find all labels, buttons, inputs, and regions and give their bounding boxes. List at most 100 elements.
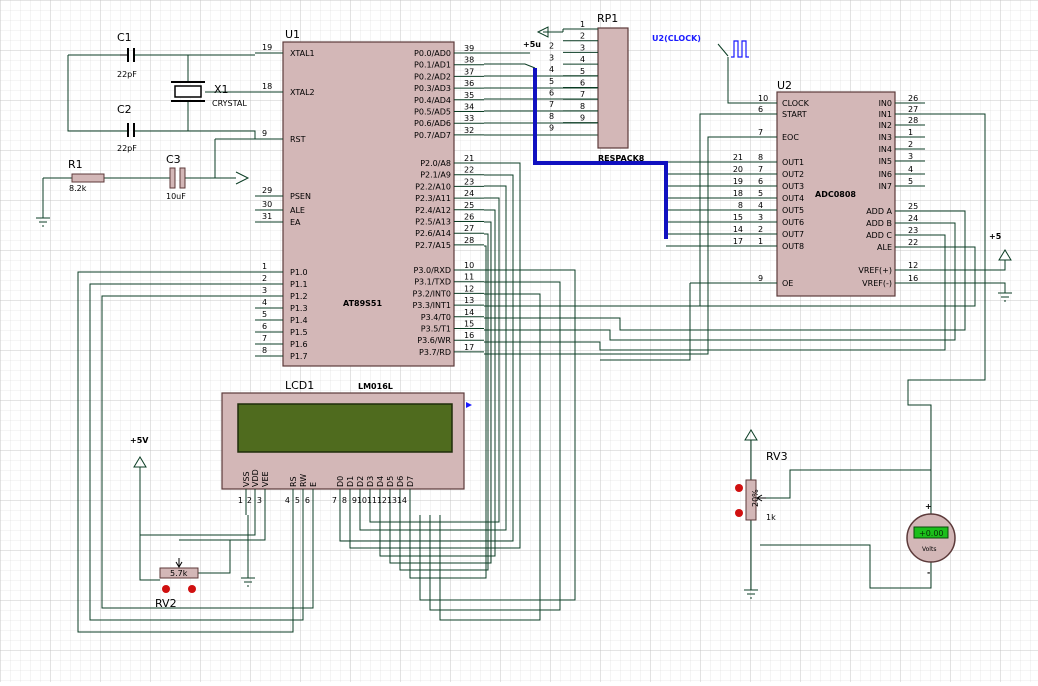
power-terminal-5u: +5u	[523, 26, 549, 49]
u1-pin-number: 33	[464, 114, 474, 123]
lcd1-display[interactable]: LCD1 LM016L VSS1VDD2VEE3RS4RW5E6D07D18D2…	[221, 379, 472, 515]
u2-pin-number: 22	[908, 238, 918, 247]
u1-pin-name: P2.6/A14	[415, 229, 451, 238]
u2-ref: U2	[777, 79, 792, 92]
u1-pin-name: P1.1	[290, 280, 308, 289]
u2-pin-name: IN0	[879, 99, 892, 108]
x1-ref: X1	[214, 83, 229, 96]
rv2-ref: RV2	[155, 597, 177, 610]
lcd-screen	[237, 403, 453, 453]
u1-microcontroller[interactable]: U1 AT89S51 19XTAL118XTAL29RST29PSEN30ALE…	[255, 28, 484, 367]
u1-pin-name: P1.2	[290, 292, 308, 301]
rv2-decrease-button[interactable]	[162, 585, 170, 593]
u2-pin-name: ADD B	[866, 219, 892, 228]
rp1-value: RESPACK8	[598, 154, 645, 163]
u1-pin-name: XTAL2	[290, 88, 315, 97]
u1-pin-number: 32	[464, 126, 474, 135]
u1-pin-number: 14	[464, 308, 474, 317]
u2-pin-name: OUT2	[782, 170, 804, 179]
u1-pin-number: 3	[262, 286, 267, 295]
lcd-pin-number: 6	[305, 496, 310, 505]
u1-pin-number: 36	[464, 79, 474, 88]
rp1-pin-number: 4	[580, 55, 585, 64]
u2-value: ADC0808	[815, 190, 856, 199]
u2-adc[interactable]: U2 ADC0808 10CLOCK6START7EOC821OUT1720OU…	[733, 79, 925, 297]
ground-icon	[744, 584, 758, 599]
u2-pin-number: 3	[908, 152, 913, 161]
u2-pin-number: 7	[758, 165, 763, 174]
u1-pin-number: 17	[464, 343, 474, 352]
u2-pin-name: VREF(-)	[862, 279, 892, 288]
lcd-pin-name: D5	[386, 476, 395, 487]
u2-pin-name: IN5	[879, 157, 892, 166]
lcd-pin-number: 2	[247, 496, 252, 505]
lcd-pin-number: 13	[387, 496, 397, 505]
rv3-ref: RV3	[766, 450, 788, 463]
u1-pin-number: 19	[262, 43, 272, 52]
rv3-decrease-button[interactable]	[735, 509, 743, 517]
u2-pin-name: IN4	[879, 145, 892, 154]
u1-pin-number: 29	[262, 186, 272, 195]
lcd-pins: VSS1VDD2VEE3RS4RW5E6D07D18D29D310D411D51…	[238, 469, 415, 515]
u2-pin-name: VREF(+)	[858, 266, 892, 275]
lcd-pin-name: D7	[406, 476, 415, 487]
u1-pin-number: 22	[464, 166, 474, 175]
rv2-potentiometer[interactable]: 5.7k RV2	[155, 558, 199, 610]
c2-value: 22pF	[117, 144, 137, 153]
u1-pin-number: 31	[262, 212, 272, 221]
u1-pin-number: 10	[464, 261, 474, 270]
rp1-pin-number: 3	[580, 43, 585, 52]
u2-pin-number: 1	[908, 128, 913, 137]
r1-value: 8.2k	[69, 184, 87, 193]
u2-pin-number: 3	[758, 213, 763, 222]
u1-pin-number: 12	[464, 284, 474, 293]
r1-resistor[interactable]: R1 8.2k	[68, 158, 105, 193]
rv3-potentiometer[interactable]: 20% RV3 1k	[735, 450, 788, 522]
x1-crystal[interactable]: X1 CRYSTAL	[171, 81, 247, 108]
clock-label: U2(CLOCK)	[652, 34, 701, 43]
u1-pin-name: EA	[290, 218, 301, 227]
rp1-pin-number: 7	[580, 90, 585, 99]
u1-pin-number: 4	[262, 298, 267, 307]
rp1-pin-number-inner: 8	[549, 112, 554, 121]
u2-pin-name: OUT5	[782, 206, 804, 215]
lcd-pin-name: VSS	[242, 471, 251, 487]
ground-icon	[998, 287, 1012, 302]
rp1-pin-number-inner: 2	[549, 42, 554, 51]
u1-pin-name: P0.6/AD6	[414, 119, 451, 128]
u2-pin-name: ADD C	[866, 231, 892, 240]
u1-pin-name: P1.5	[290, 328, 308, 337]
u1-pin-number: 30	[262, 200, 272, 209]
clock-generator: U2(CLOCK)	[652, 34, 749, 58]
rp1-pin-number-inner: 7	[549, 100, 554, 109]
rp1-pin-number-inner: 5	[549, 77, 554, 86]
u2-pin-name: OUT6	[782, 218, 804, 227]
u1-pin-number: 24	[464, 189, 474, 198]
u1-pin-name: P0.7/AD7	[414, 131, 451, 140]
rv2-increase-button[interactable]	[188, 585, 196, 593]
c1-capacitor[interactable]: C1 22pF	[117, 31, 137, 79]
rv3-increase-button[interactable]	[735, 484, 743, 492]
u1-pin-number: 7	[262, 334, 267, 343]
u2-pin-name: EOC	[782, 133, 799, 142]
lcd-pin-number: 12	[377, 496, 387, 505]
voltmeter-unit: Volts	[922, 546, 936, 553]
rp1-ref: RP1	[597, 12, 618, 25]
rv3-body-label: 20%	[751, 489, 760, 507]
c3-capacitor[interactable]: C3 10uF	[166, 153, 186, 201]
u2-pin-name: OUT1	[782, 158, 804, 167]
rp1-pin-number: 8	[580, 102, 585, 111]
u1-pin-name: P0.1/AD1	[414, 61, 451, 70]
c2-capacitor[interactable]: C2 22pF	[117, 103, 137, 153]
voltmeter[interactable]: +0.00 Volts + -	[906, 502, 956, 577]
u2-pin-number-alt: 15	[733, 213, 743, 222]
u1-pin-name: P2.0/A8	[420, 159, 451, 168]
power-label-5v: +5V	[130, 436, 149, 445]
u2-pin-name: IN6	[879, 170, 892, 179]
lcd-pin-name: D4	[376, 476, 385, 487]
lcd-pin-name: D3	[366, 476, 375, 487]
u2-pin-name: OE	[782, 279, 793, 288]
u2-pin-name: IN3	[879, 133, 892, 142]
